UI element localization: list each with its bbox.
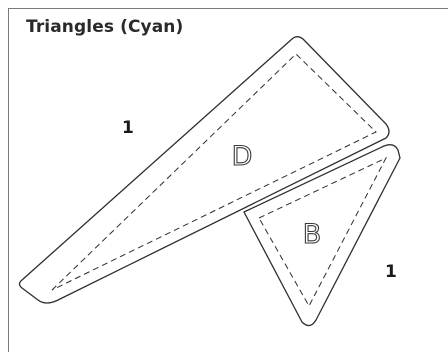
piece-d: D	[18, 36, 390, 304]
piece-d-quantity: 1	[122, 118, 134, 138]
piece-d-label: D	[232, 141, 253, 172]
piece-b-quantity: 1	[385, 262, 397, 282]
piece-d-seam-line	[51, 53, 377, 291]
panel-title: Triangles (Cyan)	[26, 17, 184, 37]
piece-d-cut-line	[18, 36, 390, 304]
piece-b-label: B	[303, 219, 322, 250]
piece-b: B	[243, 144, 401, 327]
piece-b-cut-line	[243, 144, 401, 327]
piece-b-seam-line	[258, 156, 388, 308]
